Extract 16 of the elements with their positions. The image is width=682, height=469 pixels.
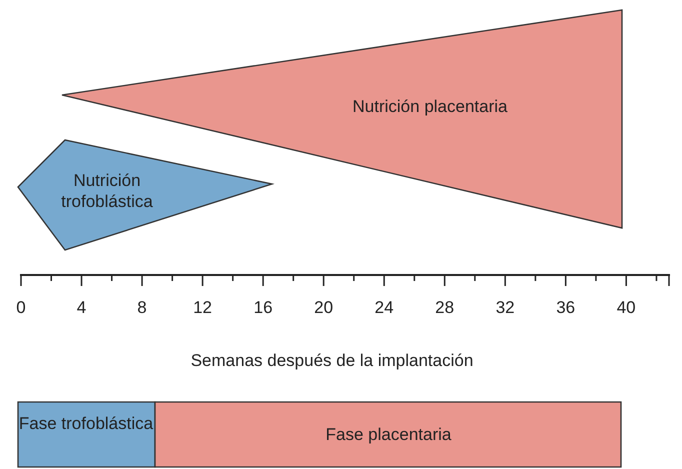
tick-label: 16 — [254, 298, 273, 318]
tick-label: 12 — [193, 298, 212, 318]
tick-label: 40 — [616, 298, 636, 318]
node-label: Fase trofoblástica — [18, 413, 154, 434]
tick-label: 20 — [314, 298, 334, 318]
axis-title: Semanas después de la implantación — [190, 351, 474, 371]
tick-label: 36 — [556, 298, 576, 318]
node-label: Nutrición placentaria — [352, 96, 508, 117]
tick-label: 0 — [16, 298, 26, 318]
tick-label: 4 — [76, 298, 86, 318]
tick-label: 8 — [137, 298, 147, 318]
tick-label: 32 — [496, 298, 515, 318]
tick-label: 28 — [435, 298, 454, 318]
node-label: Nutrición trofoblástica — [60, 170, 154, 212]
node-label: Fase placentaria — [324, 424, 452, 445]
tick-label: 24 — [374, 298, 394, 318]
